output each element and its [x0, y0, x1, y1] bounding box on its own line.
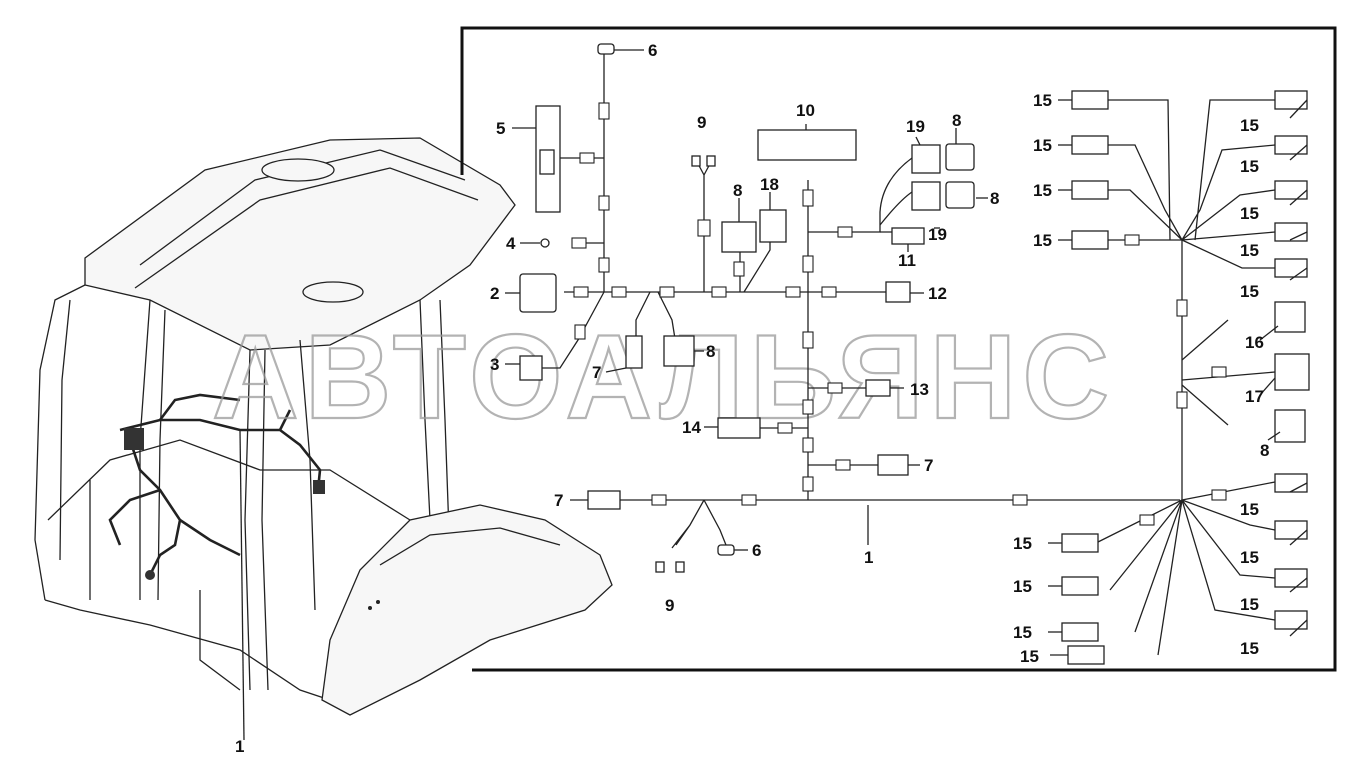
- wire-sleeves: [571, 102, 1227, 526]
- label-15: 15: [1020, 647, 1039, 666]
- label-15: 15: [1033, 136, 1052, 155]
- label-8-b: 8: [733, 181, 742, 200]
- connector-8-top-right: [945, 143, 975, 171]
- connector-8-mid-right: [945, 181, 975, 209]
- component-17: [1274, 353, 1310, 391]
- label-6-top: 6: [648, 41, 657, 60]
- label-15: 15: [1240, 282, 1259, 301]
- label-15: 15: [1240, 639, 1259, 658]
- label-2: 2: [490, 284, 499, 303]
- label-5: 5: [496, 119, 505, 138]
- relay-8: [721, 221, 757, 253]
- label-7-right: 7: [924, 456, 933, 475]
- label-15: 15: [1240, 241, 1259, 260]
- leader-lines: [505, 49, 1308, 656]
- label-8-e: 8: [1260, 441, 1269, 460]
- label-15: 15: [1240, 116, 1259, 135]
- components: [519, 43, 1310, 665]
- label-15: 15: [1240, 548, 1259, 567]
- label-4: 4: [506, 234, 516, 253]
- label-15: 15: [1033, 181, 1052, 200]
- label-15: 15: [1240, 157, 1259, 176]
- connector-4: [540, 238, 550, 248]
- connector-19-bottom: [911, 181, 941, 211]
- label-6-bottom: 6: [752, 541, 761, 560]
- label-15: 15: [1240, 595, 1259, 614]
- connector-3: [519, 355, 543, 381]
- label-14: 14: [682, 418, 701, 437]
- cab-overview: [34, 137, 613, 741]
- component-18: [759, 209, 787, 243]
- label-15: 15: [1013, 534, 1032, 553]
- connector-7-left: [625, 335, 643, 369]
- connector-12: [885, 281, 911, 303]
- label-overview-harness: 1: [235, 737, 244, 756]
- label-19-b: 19: [928, 225, 947, 244]
- label-main-harness: 1: [864, 548, 873, 567]
- connector-8-left: [663, 335, 695, 367]
- connector-8-right: [1274, 409, 1306, 443]
- label-12: 12: [928, 284, 947, 303]
- label-11: 11: [898, 251, 916, 270]
- label-18: 18: [760, 175, 779, 194]
- component-2: [519, 273, 557, 313]
- detail-frame: [460, 26, 1337, 672]
- label-15: 15: [1033, 231, 1052, 250]
- connector-14: [717, 417, 761, 439]
- label-15: 15: [1013, 623, 1032, 642]
- label-15: 15: [1240, 204, 1259, 223]
- label-8-a: 8: [706, 342, 715, 361]
- label-19-a: 19: [906, 117, 925, 136]
- connector-7-right: [877, 454, 909, 476]
- label-15: 15: [1240, 500, 1259, 519]
- connector-11: [891, 227, 925, 245]
- connector-16: [1274, 301, 1306, 333]
- connector-13: [865, 379, 891, 397]
- component-10: [757, 129, 857, 161]
- watermark-text: АВТОАЛЬЯНС: [212, 310, 1115, 444]
- label-15: 15: [1033, 91, 1052, 110]
- connector-6-bottom: [717, 544, 735, 556]
- label-8-c: 8: [952, 111, 961, 130]
- label-3: 3: [490, 355, 499, 374]
- label-13: 13: [910, 380, 929, 399]
- label-7-left: 7: [592, 363, 601, 382]
- label-16: 16: [1245, 333, 1264, 352]
- label-7-bottom: 7: [554, 491, 563, 510]
- label-8-d: 8: [990, 189, 999, 208]
- label-17: 17: [1245, 387, 1264, 406]
- connector-6-top: [597, 43, 615, 55]
- label-9-bottom: 9: [665, 596, 674, 615]
- connector-19-top: [911, 144, 941, 174]
- label-9-top: 9: [697, 113, 706, 132]
- connector-7-bottom: [587, 490, 621, 510]
- callout-labels: 1 1 2 3 4 5 6 6 7 7 7 8 8 8 8 8 9 9 10 1…: [235, 41, 1269, 756]
- label-15: 15: [1013, 577, 1032, 596]
- label-10: 10: [796, 101, 815, 120]
